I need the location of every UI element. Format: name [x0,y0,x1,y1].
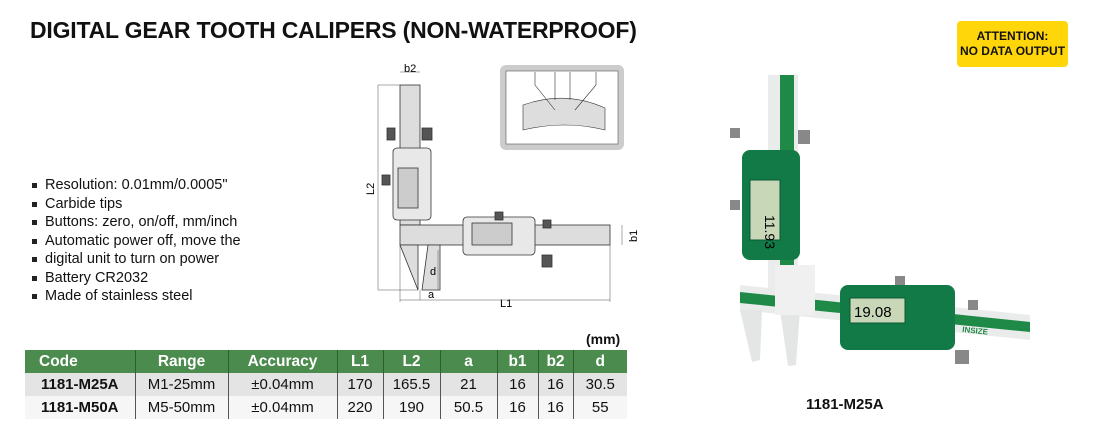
cell-b2: 16 [538,396,574,419]
cell-range: M5-50mm [135,396,229,419]
cell-b1: 16 [497,396,539,419]
col-range: Range [135,350,229,373]
label-d: d [430,266,436,278]
col-l1: L1 [337,350,384,373]
gear-detail-inset [500,65,624,150]
page-title: DIGITAL GEAR TOOTH CALIPERS (NON-WATERPR… [30,17,637,43]
cell-accuracy: ±0.04mm [228,373,338,396]
brand-logo: INSIZE [962,325,989,337]
cell-b2: 16 [538,373,574,396]
col-b1: b1 [497,350,539,373]
cell-l1: 170 [337,373,384,396]
cell-range: M1-25mm [135,373,229,396]
cell-accuracy: ±0.04mm [228,396,338,419]
cell-code: 1181-M25A [25,373,136,396]
lcd-reading-horizontal: 19.08 [854,304,892,321]
label-b2: b2 [404,63,416,75]
label-b1: b1 [628,230,640,242]
cell-a: 50.5 [440,396,498,419]
lcd-reading-vertical: 11.93 [762,215,778,249]
feature-item: Made of stainless steel [30,287,241,306]
col-accuracy: Accuracy [228,350,338,373]
cell-code: 1181-M50A [25,396,136,419]
label-l1: L1 [500,298,512,310]
cell-l2: 165.5 [383,373,441,396]
cell-a: 21 [440,373,498,396]
table-header-row: Code Range Accuracy L1 L2 a b1 b2 d [25,350,627,373]
table-row: 1181-M25A M1-25mm ±0.04mm 170 165.5 21 1… [25,373,627,396]
cell-d: 55 [573,396,627,419]
col-a: a [440,350,498,373]
product-photo: 11.93 19.08 INSIZE [730,75,1030,366]
col-l2: L2 [383,350,441,373]
feature-item: Battery CR2032 [30,269,241,288]
label-l2: L2 [365,183,377,195]
attention-text: NO DATA OUTPUT [959,44,1066,58]
cell-b1: 16 [497,373,539,396]
feature-list: Resolution: 0.01mm/0.0005" Carbide tips … [30,176,241,306]
unit-label: (mm) [586,331,621,347]
cell-l2: 190 [383,396,441,419]
label-a: a [428,289,435,301]
col-d: d [573,350,627,373]
dimension-diagram: b2 L2 b1 d a L1 [365,63,640,310]
feature-item: Automatic power off, move the [30,232,241,251]
cell-l1: 220 [337,396,384,419]
spec-table: Code Range Accuracy L1 L2 a b1 b2 d 1181… [25,350,627,419]
col-b2: b2 [538,350,574,373]
table-row: 1181-M50A M5-50mm ±0.04mm 220 190 50.5 1… [25,396,627,419]
attention-badge: ATTENTION: NO DATA OUTPUT [957,21,1068,67]
attention-label: ATTENTION: [976,29,1049,43]
feature-item: Resolution: 0.01mm/0.0005" [30,176,241,195]
feature-item-continued: digital unit to turn on power [30,250,241,269]
product-caption: 1181-M25A [806,396,884,413]
feature-item: Carbide tips [30,195,241,214]
col-code: Code [25,350,136,373]
feature-item: Buttons: zero, on/off, mm/inch [30,213,241,232]
cell-d: 30.5 [573,373,627,396]
